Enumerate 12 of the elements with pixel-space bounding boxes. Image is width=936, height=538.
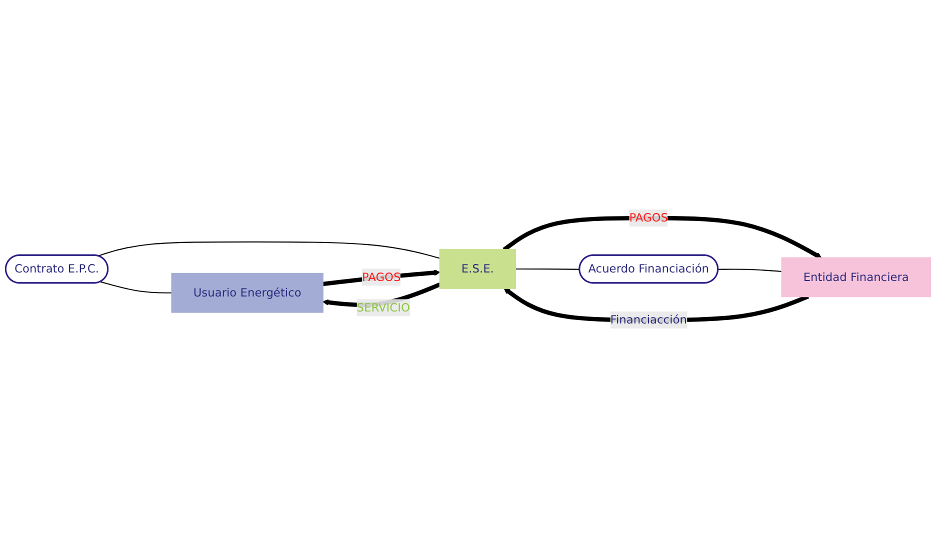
connector [100, 281, 172, 294]
node-box: E.S.E. [439, 249, 516, 289]
connector [515, 268, 580, 270]
edge-label: SERVICIO [356, 300, 410, 314]
edge-label: PAGOS [362, 270, 401, 284]
connector [718, 268, 782, 272]
edge-label: PAGOS [629, 210, 668, 224]
arrow [502, 216, 822, 258]
node-box: Entidad Financiera [781, 257, 932, 298]
connector [98, 241, 440, 259]
edge-label: Financiacción [610, 312, 687, 326]
node-box: Usuario Energético [171, 272, 324, 313]
